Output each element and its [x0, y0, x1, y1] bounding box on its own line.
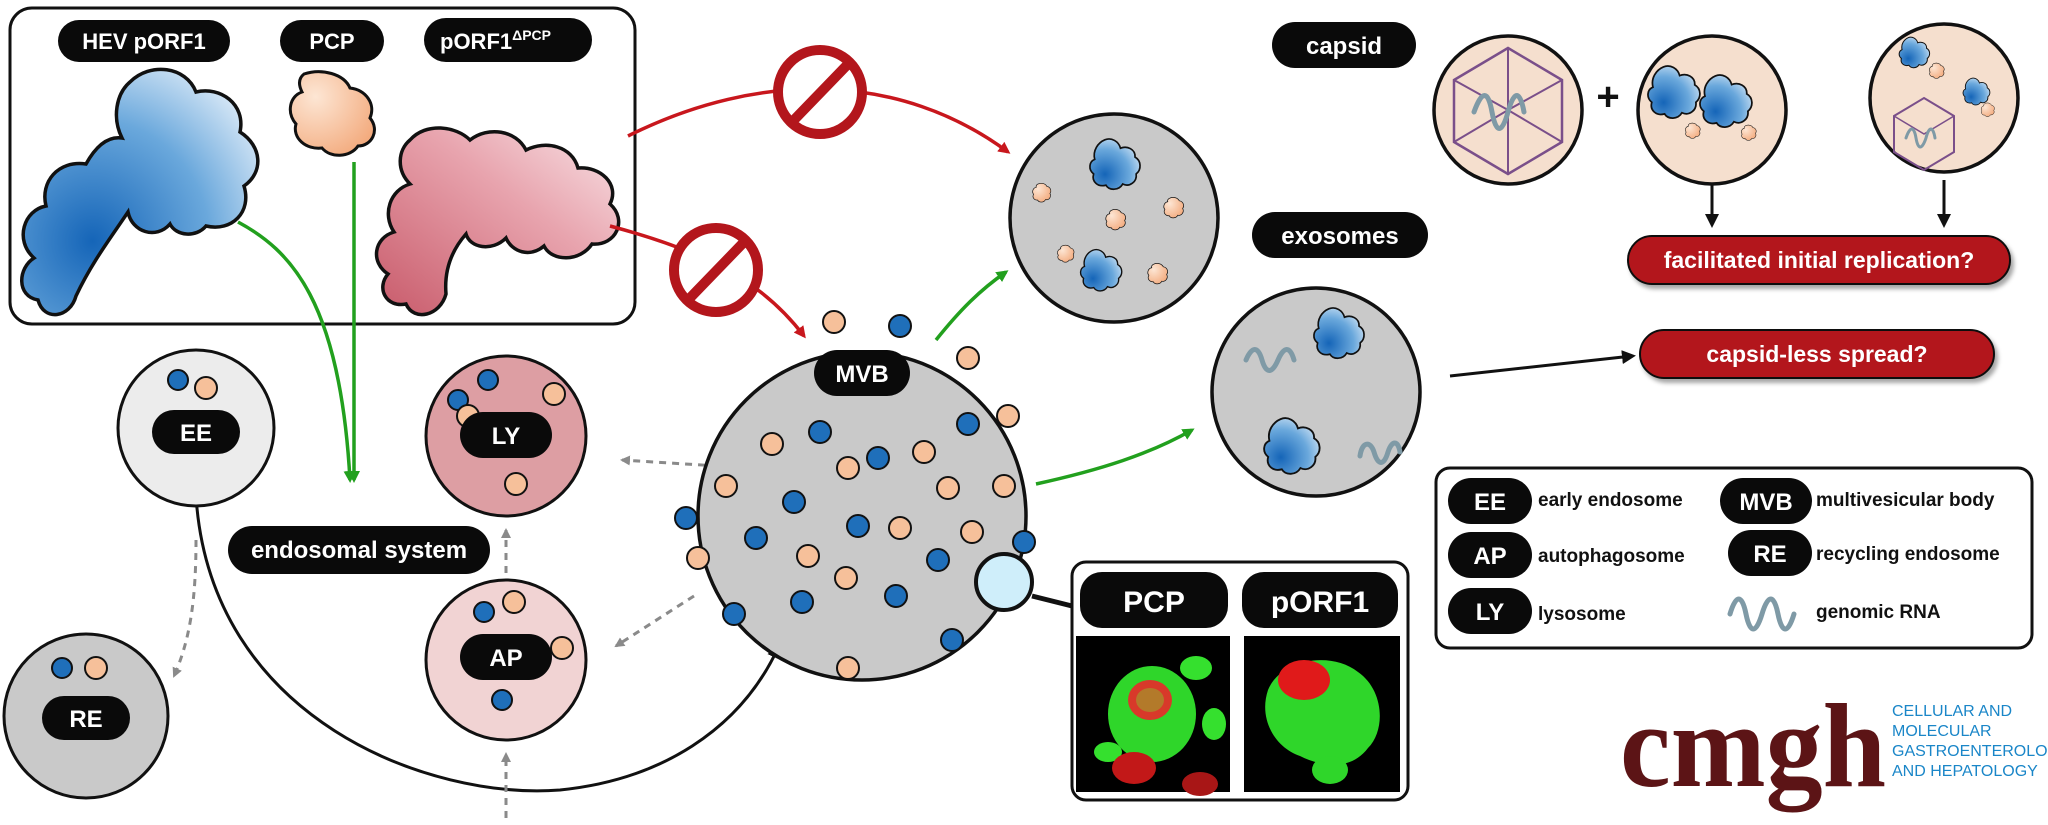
exosome-vesicle: [1210, 286, 1422, 498]
released-vesicle: [1008, 112, 1220, 324]
arrow-mvb-to-ly-dashed: [620, 455, 719, 468]
mvb-label: MVB: [835, 361, 888, 388]
micrograph-pcp-image: [1076, 636, 1230, 796]
hev-porf1-pill: HEV pORF1: [58, 20, 230, 62]
question-replication-label: facilitated initial replication?: [1664, 247, 1975, 273]
question-replication-pill: facilitated initial replication?: [1627, 235, 2011, 285]
arrow-exosome-to-spread: [1449, 350, 1636, 378]
hev-porf1-label: HEV pORF1: [82, 29, 205, 54]
exosome-rna-lower: [1357, 440, 1403, 465]
porf1-dpcp-pill: pORF1ΔPCP: [424, 18, 592, 62]
legend-mvb-abbr: MVB: [1739, 489, 1792, 516]
micrograph-porf1-label: pORF1: [1271, 586, 1369, 619]
re-label: RE: [69, 706, 102, 733]
ly-label: LY: [492, 423, 520, 450]
porf1-dpcp-protein-shape: [374, 126, 621, 317]
pcp-pill: PCP: [280, 20, 384, 62]
pcp-protein-shape: [288, 70, 376, 157]
micrograph-porf1-image: [1244, 636, 1400, 792]
ee-compartment: EE: [116, 348, 276, 508]
legend-ap-text: autophagosome: [1538, 546, 1685, 567]
prohibition-icon-upper: [773, 45, 867, 139]
arrow-mvb-to-vesicle: [934, 270, 1009, 342]
exosomes-pill: exosomes: [1252, 212, 1428, 258]
legend-item-mvb: MVB multivesicular body: [1720, 478, 1995, 524]
capsid-pill: capsid: [1272, 22, 1416, 68]
legend-box: EE early endosome MVB multivesicular bod…: [1434, 466, 2034, 650]
re-compartment: RE: [2, 632, 170, 800]
cmgh-logo: cmgh CELLULAR AND MOLECULAR GASTROENTERO…: [1620, 679, 2048, 813]
legend-mvb-text: multivesicular body: [1816, 490, 1995, 511]
legend-ap-abbr: AP: [1473, 543, 1506, 570]
question-spread-pill: capsid-less spread?: [1639, 329, 1995, 379]
legend-ly-abbr: LY: [1476, 599, 1504, 626]
arrow-mvb-to-ap-dashed: [614, 594, 695, 648]
logo-line-1: CELLULAR AND: [1892, 703, 2012, 720]
mvb-compartment: MVB: [674, 310, 1036, 682]
logo-word: cmgh: [1620, 679, 1886, 813]
ap-label: AP: [489, 645, 522, 672]
ap-compartment: AP: [424, 578, 588, 742]
ee-label: EE: [180, 420, 212, 447]
exosome-rna-upper: [1243, 347, 1297, 373]
endosomal-system-label: endosomal system: [251, 537, 467, 564]
ly-compartment: LY: [424, 354, 588, 518]
legend-item-ly: LY lysosome: [1448, 588, 1626, 634]
legend-rna-text: genomic RNA: [1816, 602, 1941, 623]
legend-item-ee: EE early endosome: [1448, 478, 1683, 524]
legend-re-abbr: RE: [1753, 541, 1786, 568]
legend-item-re: RE recycling endosome: [1728, 530, 2000, 576]
capsid-virion: [1432, 34, 1584, 186]
arrow-ee-to-mvb: [194, 495, 781, 793]
logo-line-2: MOLECULAR: [1892, 723, 1992, 740]
plus-sign: +: [1596, 75, 1619, 119]
logo-line-3: GASTROENTEROLOGY: [1892, 743, 2048, 760]
micrograph-panel: PCP pORF1: [1070, 560, 1410, 802]
hev-porf1-protein-shape: [20, 67, 260, 317]
pcp-label: PCP: [309, 29, 354, 54]
protein-panel: HEV pORF1 PCP pORF1ΔPCP: [8, 6, 637, 326]
capsid-mixed-vesicle: [1868, 22, 2020, 174]
porf1-dpcp-label: pORF1ΔPCP: [440, 27, 551, 54]
arrow-ee-to-re-dashed: [172, 539, 198, 678]
legend-ly-text: lysosome: [1538, 604, 1626, 625]
micrograph-pcp-label: PCP: [1123, 586, 1185, 619]
zoom-connector: [1031, 593, 1073, 609]
prohibition-icon-lower: [669, 223, 763, 317]
endosomal-system-pill: endosomal system: [228, 526, 490, 574]
logo-line-4: AND HEPATOLOGY: [1892, 763, 2038, 780]
legend-ee-text: early endosome: [1538, 490, 1683, 511]
question-spread-label: capsid-less spread?: [1706, 341, 1927, 367]
rna-wave-icon: [1727, 596, 1797, 632]
arrow-mvb-to-exosome: [1035, 428, 1195, 486]
capsid-proteins-vesicle: [1636, 34, 1788, 186]
mvb-zoom-marker: [974, 552, 1034, 612]
legend-item-rna: genomic RNA: [1727, 596, 1941, 632]
arrow-porf1-to-endosomal: [237, 220, 356, 483]
legend-re-text: recycling endosome: [1816, 544, 2000, 565]
legend-ee-abbr: EE: [1474, 489, 1506, 516]
legend-item-ap: AP autophagosome: [1448, 532, 1685, 578]
exosomes-label: exosomes: [1281, 223, 1398, 250]
capsid-label: capsid: [1306, 33, 1382, 60]
porf1-dpcp-superscript: ΔPCP: [512, 27, 551, 43]
porf1-dpcp-base: pORF1: [440, 29, 512, 54]
